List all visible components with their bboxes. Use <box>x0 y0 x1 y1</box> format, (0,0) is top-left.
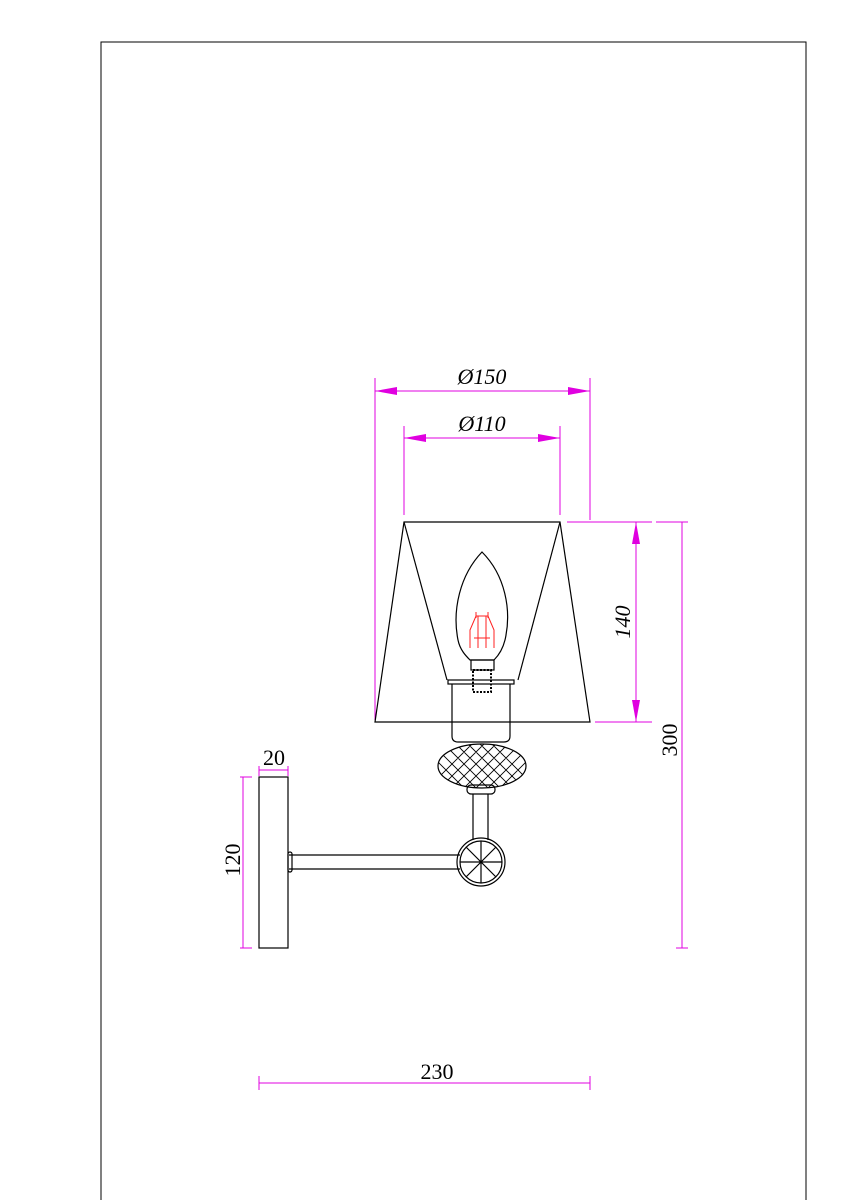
drawing-frame <box>100 41 807 1200</box>
dim-label-shade-height: 140 <box>610 606 635 639</box>
dim-shade-outer: Ø150 <box>374 364 591 720</box>
dim-shade-height: 140 <box>567 521 652 723</box>
socket <box>447 679 515 743</box>
dim-shade-inner: Ø110 <box>403 411 561 515</box>
arm <box>287 851 460 873</box>
dim-backplate-height: 120 <box>220 776 252 949</box>
dim-total-height: 300 <box>656 521 688 949</box>
dim-label-shade-outer: Ø150 <box>457 364 507 389</box>
dim-backplate-width: 20 <box>258 745 289 776</box>
dim-total-depth: 230 <box>258 1059 591 1090</box>
lamp-shade <box>374 521 591 723</box>
backplate <box>258 776 289 949</box>
bulb <box>455 551 509 693</box>
dim-label-total-depth: 230 <box>421 1059 454 1084</box>
dim-label-shade-inner: Ø110 <box>457 411 505 436</box>
dim-label-backplate-width: 20 <box>263 745 285 770</box>
dim-label-backplate-height: 120 <box>220 844 245 877</box>
dim-label-total-height: 300 <box>657 724 682 757</box>
crystal-knob <box>437 743 527 789</box>
joint-ball <box>456 837 506 887</box>
stem <box>466 784 496 840</box>
